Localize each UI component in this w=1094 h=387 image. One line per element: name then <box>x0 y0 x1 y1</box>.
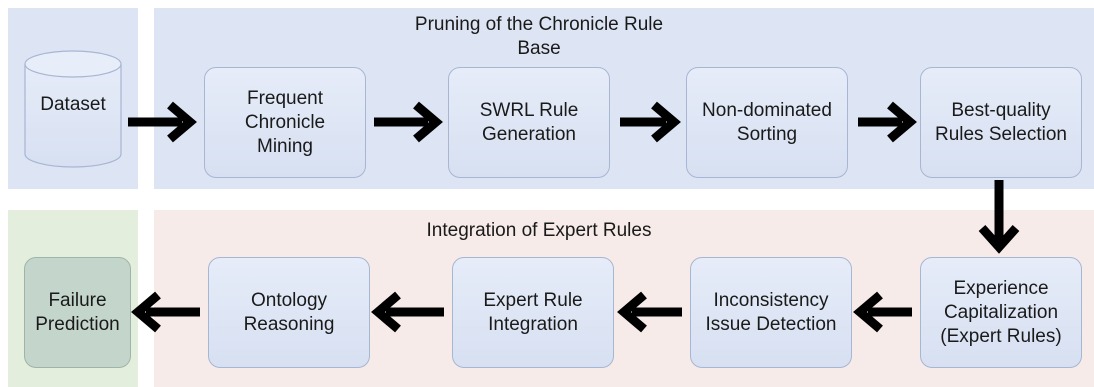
arrow-sorting-to-selection <box>858 101 917 143</box>
frequent-chronicle-mining-box: Frequent Chronicle Mining <box>204 67 366 178</box>
ontology-reasoning-box: Ontology Reasoning <box>208 257 370 368</box>
expert-rule-integration-box: Expert Rule Integration <box>452 257 614 368</box>
arrow-selection-to-capitalization <box>978 180 1020 254</box>
experience-capitalization-box: Experience Capitalization (Expert Rules) <box>920 257 1082 368</box>
arrow-inconsistency-to-integration <box>617 291 682 333</box>
arrow-dataset-to-mining <box>128 101 197 143</box>
pruning-section-title: Pruning of the Chronicle Rule Base <box>414 14 664 59</box>
best-quality-rules-selection-box: Best-quality Rules Selection <box>920 67 1082 178</box>
non-dominated-sorting-box: Non-dominated Sorting <box>686 67 848 178</box>
inconsistency-issue-detection-box: Inconsistency Issue Detection <box>690 257 852 368</box>
arrow-ontology-to-prediction <box>131 291 200 333</box>
arrow-swrl-to-sorting <box>620 101 681 143</box>
arrow-capitalization-to-inconsistency <box>853 291 912 333</box>
integration-section-title: Integration of Expert Rules <box>426 220 652 241</box>
dataset-label: Dataset <box>40 94 106 115</box>
failure-prediction-box: Failure Prediction <box>24 257 131 368</box>
swrl-rule-generation-box: SWRL Rule Generation <box>448 67 610 178</box>
arrow-integration-to-ontology <box>371 291 444 333</box>
arrow-mining-to-swrl <box>374 101 443 143</box>
